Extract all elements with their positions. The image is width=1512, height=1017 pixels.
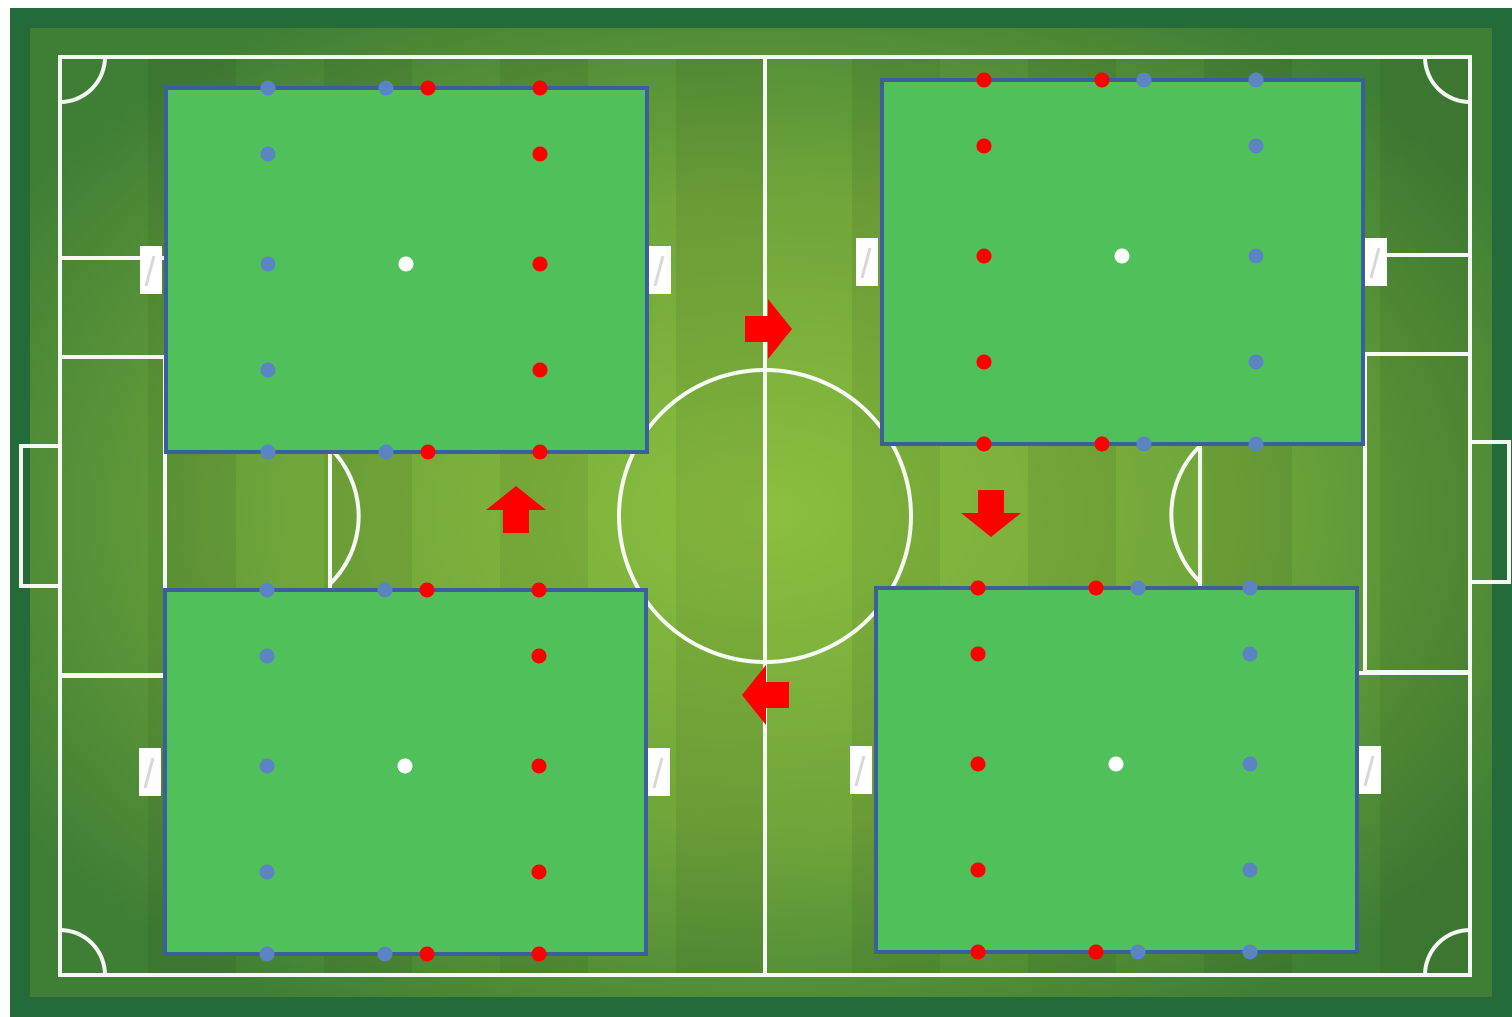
blue-player [378,583,393,598]
red-player [533,81,548,96]
blue-player [1137,437,1152,452]
blue-player [261,445,276,460]
red-player [533,445,548,460]
red-player [1095,73,1110,88]
blue-player [1249,249,1264,264]
red-player [971,757,986,772]
red-player [421,445,436,460]
mini-goal-right [649,246,671,294]
red-player [532,865,547,880]
red-player [977,355,992,370]
blue-player [261,147,276,162]
red-player [420,583,435,598]
ball [399,257,414,272]
blue-player [1243,647,1258,662]
blue-player [1249,437,1264,452]
ball [1115,249,1130,264]
ball [1109,757,1124,772]
red-player [977,139,992,154]
zone-top-left [140,81,671,460]
mini-goal-left [139,748,161,796]
blue-player [1131,945,1146,960]
red-player [977,437,992,452]
ball [398,759,413,774]
red-player [977,73,992,88]
zone-top-right [856,73,1387,452]
blue-player [260,759,275,774]
blue-player [261,257,276,272]
blue-player [378,947,393,962]
red-player [532,583,547,598]
blue-player [1243,581,1258,596]
mini-goal-right [1365,238,1387,286]
blue-player [261,81,276,96]
mini-goal-left [856,238,878,286]
red-player [533,147,548,162]
blue-player [260,583,275,598]
blue-player [1249,355,1264,370]
red-player [532,759,547,774]
blue-player [260,947,275,962]
red-player [532,947,547,962]
red-player [971,581,986,596]
red-player [971,647,986,662]
blue-player [1243,863,1258,878]
red-player [971,945,986,960]
blue-player [260,865,275,880]
blue-player [1249,73,1264,88]
red-player [971,863,986,878]
blue-player [379,445,394,460]
red-player [1095,437,1110,452]
blue-player [379,81,394,96]
pitch-stripe [1380,57,1468,975]
zone-bottom-left [139,583,670,962]
red-player [421,81,436,96]
mini-goal-left [140,246,162,294]
blue-player [1243,945,1258,960]
mini-goal-left [850,746,872,794]
red-player [533,363,548,378]
blue-player [1249,139,1264,154]
pitch-stripe [676,57,764,975]
red-player [977,249,992,264]
mini-goal-right [1359,746,1381,794]
blue-player [261,363,276,378]
blue-player [260,649,275,664]
red-player [532,649,547,664]
blue-player [1131,581,1146,596]
blue-player [1137,73,1152,88]
red-player [1089,581,1104,596]
red-player [533,257,548,272]
zone-bottom-right [850,581,1381,960]
red-player [420,947,435,962]
mini-goal-right [648,748,670,796]
blue-player [1243,757,1258,772]
red-player [1089,945,1104,960]
